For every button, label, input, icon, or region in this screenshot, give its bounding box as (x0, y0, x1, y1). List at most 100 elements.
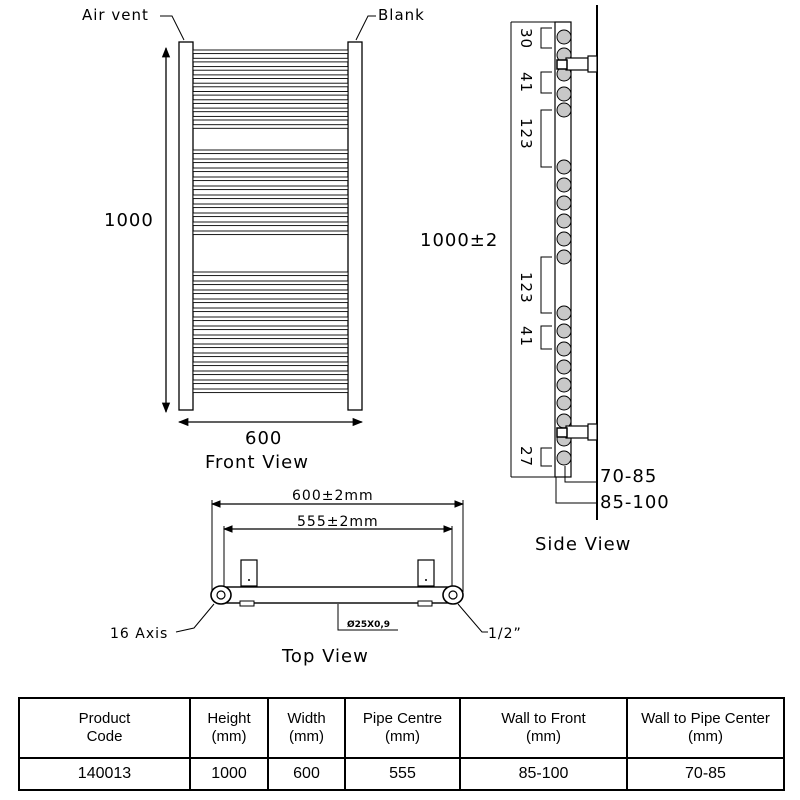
crossbar (192, 379, 349, 385)
crossbar (192, 194, 349, 200)
crossbar (192, 361, 349, 367)
crossbar (192, 316, 349, 322)
spacing-dim-label: 27 (517, 446, 535, 467)
wall-to-pipe-center-header: Wall to Pipe Center (mm) (641, 710, 770, 745)
crossbar (192, 230, 349, 236)
width-header: Width (mm) (287, 710, 326, 745)
right-bracket-screw (425, 579, 427, 581)
crossbar (192, 99, 349, 104)
crossbar (192, 57, 349, 63)
crossbar (192, 388, 349, 394)
spacing-bracket (540, 325, 552, 350)
width-cell: 600 (267, 757, 346, 791)
tube-size-leader (337, 604, 398, 631)
crossbar (192, 280, 349, 286)
bar-section (556, 213, 572, 229)
crossbar (192, 325, 349, 331)
side-view: 30 41 123 123 41 27 1000±2 70-85 85-100 … (420, 5, 669, 555)
wall-to-front-header: Wall to Front (mm) (501, 710, 586, 745)
spacing-bracket (540, 256, 552, 314)
crossbar (192, 271, 349, 277)
table-header-cell: Pipe Centre (mm) (344, 697, 461, 759)
product-code-cell: 140013 (18, 757, 191, 791)
crossbar (192, 82, 349, 88)
bar-section (556, 195, 572, 211)
spacing-bracket (540, 71, 552, 94)
crossbar (192, 185, 349, 191)
top-view-title: Top View (281, 646, 369, 667)
crossbar (192, 149, 349, 155)
crossbar (192, 298, 349, 304)
left-top-bracket (240, 559, 258, 587)
pipe-centre-cell: 555 (344, 757, 461, 791)
spacing-bracket (540, 109, 552, 168)
technical-drawing: 1000 600 Front View Air vent Blank 30 (82, 5, 669, 667)
spacing-dim-label: 123 (517, 272, 535, 304)
spacing-bracket (540, 447, 552, 467)
crossbar (192, 176, 349, 182)
bar-section (556, 323, 572, 339)
spec-table-header-row: Product Code Height (mm) Width (mm) Pipe… (18, 697, 785, 759)
height-header: Height (mm) (207, 710, 251, 745)
front-crossbars (192, 49, 349, 394)
spacing-dim-label: 41 (517, 72, 535, 93)
spacing-dimensions: 30 41 123 123 41 27 (517, 27, 552, 467)
left-valve-stub (239, 600, 255, 607)
bar-section (556, 377, 572, 393)
left-bracket-screw (248, 579, 250, 581)
tube-size-label: Ø25X0,9 (347, 619, 390, 630)
crossbar (192, 115, 349, 121)
thread-leader (457, 603, 488, 633)
width-dimension-label: 600 (245, 428, 282, 449)
pipe-centre-label: 555±2mm (297, 514, 379, 530)
height-cell: 1000 (189, 757, 269, 791)
blank-label: Blank (378, 6, 425, 24)
spec-table: Product Code Height (mm) Width (mm) Pipe… (18, 697, 785, 791)
bar-section (556, 341, 572, 357)
bar-section (556, 86, 572, 102)
right-upright (347, 41, 363, 411)
crossbar (192, 334, 349, 340)
bar-section (556, 29, 572, 45)
right-end-cap-inner (448, 590, 458, 600)
bar-section (556, 102, 572, 118)
overall-width-label: 600±2mm (292, 488, 374, 504)
crossbar (192, 49, 349, 55)
wall-to-pipe-dim-line (564, 466, 597, 483)
spacing-dim-label: 30 (517, 28, 535, 49)
crossbar (192, 212, 349, 218)
crossbar (192, 203, 349, 209)
side-height-label: 1000±2 (420, 230, 498, 251)
bar-section (556, 305, 572, 321)
table-header-cell: Product Code (18, 697, 191, 759)
crossbar (192, 307, 349, 313)
crossbar (192, 124, 349, 129)
axis-label: 16 Axis (110, 626, 168, 642)
wall-to-front-dim-line (555, 477, 597, 504)
side-view-title: Side View (535, 534, 631, 555)
spacing-dim-label: 123 (517, 118, 535, 150)
crossbar (192, 343, 349, 349)
table-header-cell: Width (mm) (267, 697, 346, 759)
spacing-bracket (540, 27, 552, 49)
product-code-header: Product Code (78, 710, 131, 745)
table-header-cell: Wall to Front (mm) (459, 697, 628, 759)
wall-to-pipe-label: 70-85 (600, 466, 657, 487)
pipe-centre-header: Pipe Centre (mm) (362, 710, 443, 745)
crossbar (192, 107, 349, 113)
crossbar (192, 66, 349, 71)
bar-section (556, 231, 572, 247)
crossbar (192, 74, 349, 79)
bar-section (556, 249, 572, 265)
air-vent-leader (160, 15, 185, 41)
left-end-cap-inner (216, 590, 226, 600)
spacing-dim-label: 41 (517, 326, 535, 347)
air-vent-label: Air vent (82, 6, 149, 24)
table-header-cell: Height (mm) (189, 697, 269, 759)
front-view: 1000 600 Front View Air vent Blank (82, 6, 425, 473)
left-upright (178, 41, 194, 411)
wall-to-pipe-center-cell: 70-85 (626, 757, 785, 791)
right-valve-stub (417, 600, 433, 607)
blank-leader (355, 15, 376, 41)
bar-section (556, 395, 572, 411)
